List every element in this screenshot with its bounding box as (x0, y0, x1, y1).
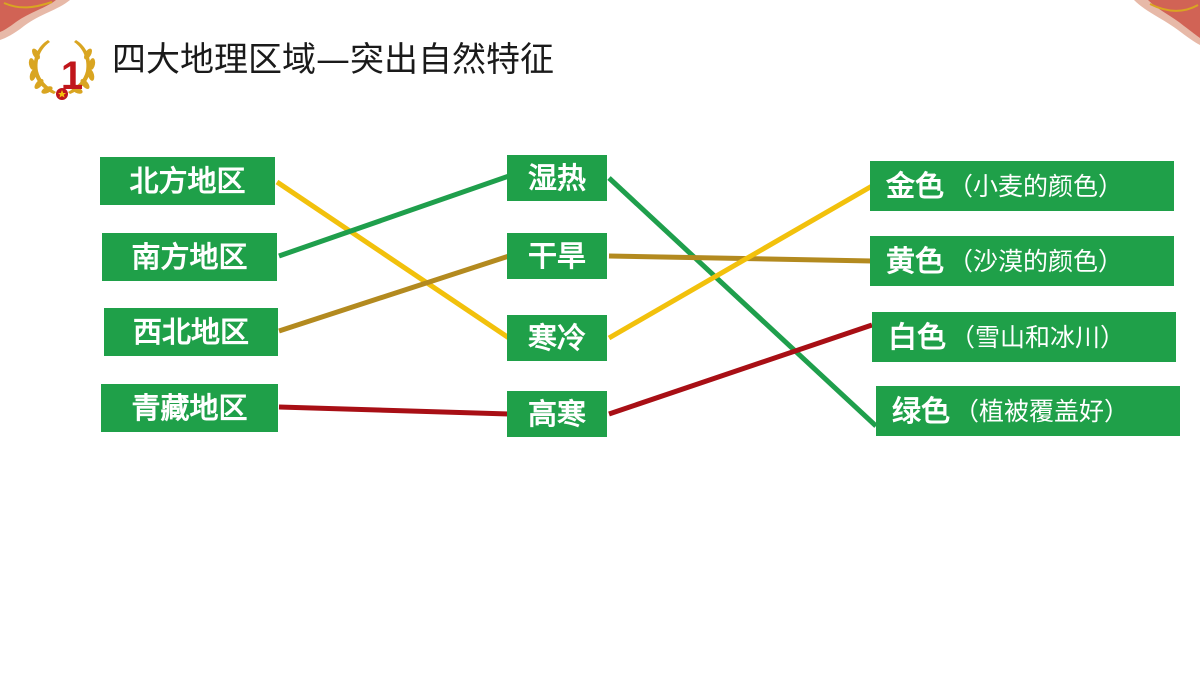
region-box-north: 北方地区 (100, 157, 275, 205)
region-box-northwest: 西北地区 (104, 308, 278, 356)
color-box-gold: 金色 （小麦的颜色） (870, 161, 1174, 211)
corner-ornament-left (0, 0, 70, 40)
color-note: （小麦的颜色） (948, 171, 1124, 201)
feature-box-humid: 湿热 (507, 155, 607, 201)
color-note: （雪山和冰川） (950, 322, 1126, 352)
color-label: 金色 (886, 168, 945, 203)
color-box-white: 白色 （雪山和冰川） (872, 312, 1176, 362)
link-cold-gold (607, 183, 874, 341)
color-box-yellow: 黄色 （沙漠的颜色） (870, 236, 1174, 286)
color-note: （植被覆盖好） (954, 396, 1130, 426)
link-south-humid (278, 173, 510, 259)
section-number: 1 (60, 54, 84, 98)
region-label: 南方地区 (131, 239, 248, 274)
laurel-wreath-icon (28, 40, 96, 100)
color-label: 绿色 (892, 393, 951, 428)
region-label: 北方地区 (129, 163, 246, 198)
color-note: （沙漠的颜色） (948, 246, 1124, 276)
link-highcold-white (608, 322, 873, 417)
color-label: 黄色 (886, 243, 945, 278)
link-north-cold (275, 179, 511, 341)
feature-label: 高寒 (527, 396, 586, 431)
corner-ornament-right (1134, 0, 1200, 45)
section-badge: 1 (14, 26, 110, 106)
region-label: 西北地区 (132, 314, 249, 349)
feature-label: 湿热 (527, 160, 586, 195)
region-box-south: 南方地区 (102, 233, 277, 281)
feature-label: 干旱 (527, 238, 586, 273)
link-humid-green (607, 176, 878, 428)
color-box-green: 绿色 （植被覆盖好） (876, 386, 1180, 436)
page-title: 四大地理区域—突出自然特征 (112, 40, 554, 80)
feature-box-cold: 寒冷 (507, 315, 607, 361)
region-box-tibet: 青藏地区 (101, 384, 278, 432)
star-icon (58, 90, 66, 98)
link-arid-yellow (608, 253, 873, 264)
region-label: 青藏地区 (131, 390, 248, 425)
feature-box-highcold: 高寒 (507, 391, 607, 437)
color-label: 白色 (888, 319, 947, 354)
link-tibet-highcold (278, 404, 510, 417)
feature-box-arid: 干旱 (507, 233, 607, 279)
feature-label: 寒冷 (527, 320, 586, 355)
link-northwest-arid (278, 253, 510, 334)
